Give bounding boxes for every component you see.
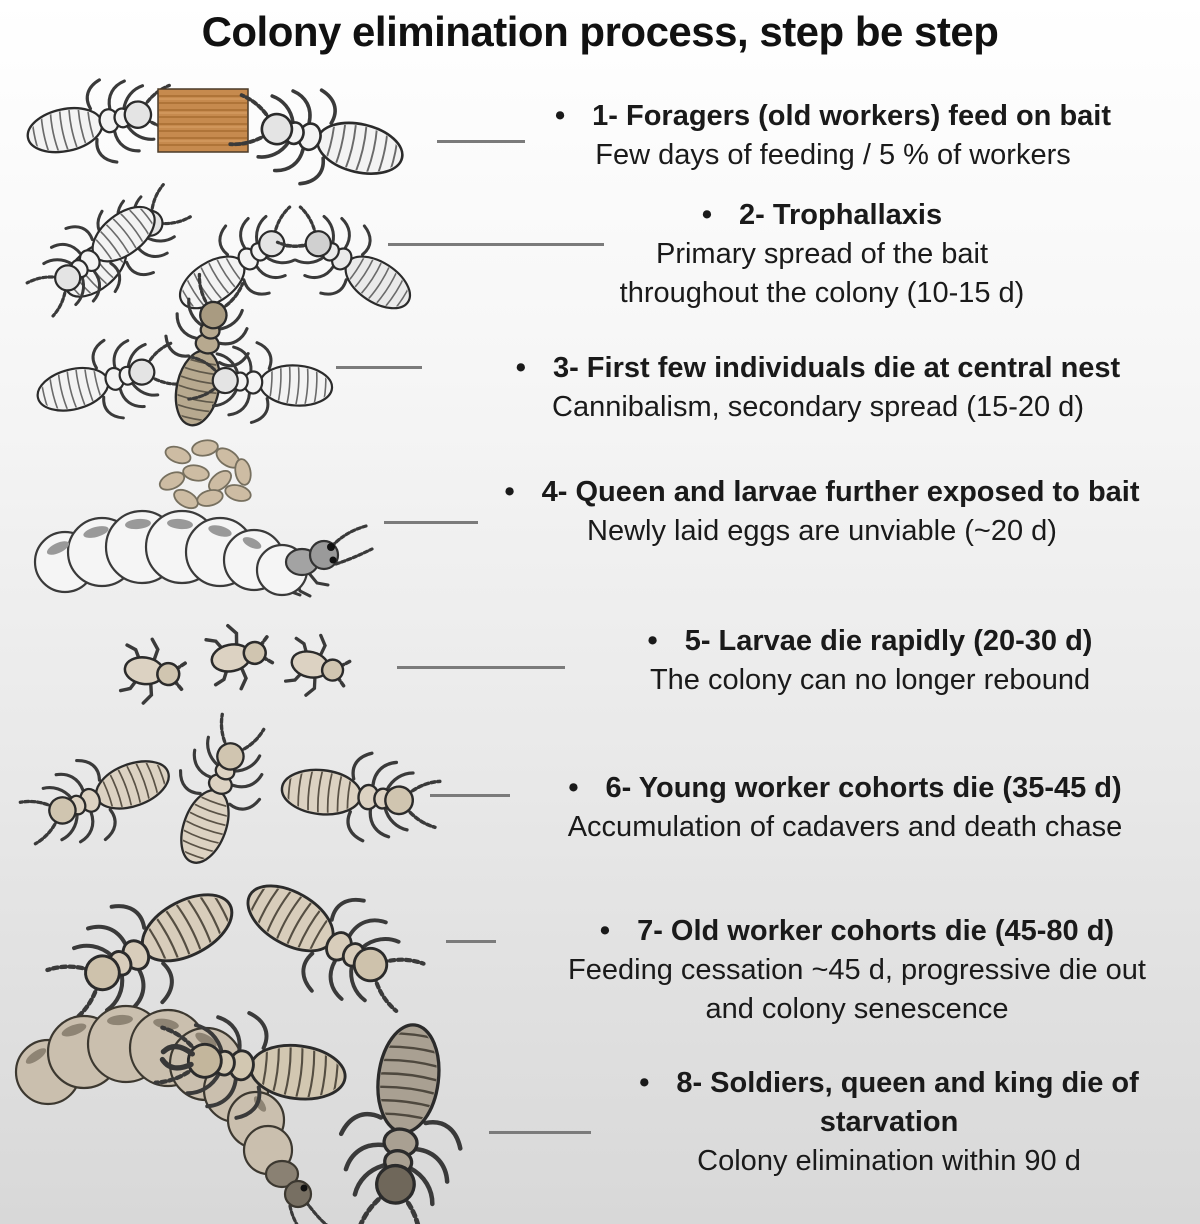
dead-king (329, 1018, 474, 1224)
connector-line-step-4 (384, 521, 478, 524)
step-8-heading-text-line-1: 8- Soldiers, queen and king die of (676, 1067, 1139, 1099)
step-2-description-line-2: throughout the colony (10-15 d) (619, 277, 1025, 309)
step-8-heading: • 8- Soldiers, queen and king die of (639, 1064, 1139, 1103)
step-7-description-line-1: Feeding cessation ~45 d, progressive die… (568, 954, 1146, 986)
step-7-description-line-2: and colony senescence (705, 993, 1009, 1025)
diagram-title: Colony elimination process, step be step (201, 8, 999, 55)
bullet-icon: • (568, 772, 579, 804)
connector-line-step-7 (446, 940, 496, 943)
step-8-description: Colony elimination within 90 d (697, 1145, 1081, 1177)
step-5-heading-text: 5- Larvae die rapidly (20-30 d) (684, 625, 1093, 657)
step-6-description: Accumulation of cadavers and death chase (567, 811, 1123, 843)
step-1-description: Few days of feeding / 5 % of workers (595, 139, 1071, 171)
illustration-step-4-queen-and-eggs (33, 437, 374, 598)
step-2-heading-text: 2- Trophallaxis (739, 199, 943, 231)
connector-line-step-3 (336, 366, 422, 369)
bullet-icon: • (554, 100, 566, 132)
step-1-heading: • 1- Foragers (old workers) feed on bait (555, 97, 1111, 136)
connector-line-step-6 (430, 794, 510, 797)
bullet-icon: • (701, 199, 713, 231)
step-3-heading: • 3- First few individuals die at central… (516, 349, 1120, 388)
step-5-description: The colony can no longer rebound (649, 664, 1091, 696)
step-8-heading-line-2: starvation (819, 1106, 959, 1138)
connector-line-step-1 (437, 140, 525, 143)
dead-queen (14, 1004, 329, 1224)
step-7-heading: • 7- Old worker cohorts die (45-80 d) (600, 912, 1114, 951)
connector-line-step-8 (489, 1131, 591, 1134)
queen (33, 509, 374, 598)
egg-cluster (156, 437, 254, 513)
step-2-description-line-1: Primary spread of the bait (655, 238, 989, 270)
bullet-icon: • (599, 915, 611, 947)
bullet-icon: • (647, 625, 658, 657)
step-4-description: Newly laid eggs are unviable (~20 d) (587, 515, 1057, 547)
bait-wood-block (157, 88, 249, 153)
bullet-icon: • (504, 476, 515, 508)
illustration-step-5-dead-larvae (117, 615, 358, 711)
step-3-description: Cannibalism, secondary spread (15-20 d) (552, 391, 1084, 423)
step-6-heading-text: 6- Young worker cohorts die (35-45 d) (605, 772, 1122, 804)
step-3-heading-text: 3- First few individuals die at central … (552, 352, 1121, 384)
step-1-heading-text: 1- Foragers (old workers) feed on bait (592, 100, 1112, 132)
step-5-heading: • 5- Larvae die rapidly (20-30 d) (648, 622, 1093, 661)
step-7-heading-text: 7- Old worker cohorts die (45-80 d) (637, 915, 1115, 947)
step-4-heading: • 4- Queen and larvae further exposed to … (504, 473, 1139, 512)
step-4-heading-text: 4- Queen and larvae further exposed to b… (541, 476, 1140, 508)
illustration-step-8-queen-soldier-king (14, 1003, 475, 1224)
illustration-step-7-dead-old-workers (35, 850, 435, 1043)
connector-line-step-5 (397, 666, 565, 669)
bullet-icon: • (639, 1067, 650, 1099)
connector-line-step-2 (388, 243, 604, 246)
bullet-icon: • (515, 352, 526, 384)
step-2-heading: • 2- Trophallaxis (702, 196, 942, 235)
illustration-step-1-foragers-on-bait (19, 66, 413, 205)
step-6-heading: • 6- Young worker cohorts die (35-45 d) (568, 769, 1121, 808)
illustration-step-6-dead-young-workers (14, 708, 442, 877)
